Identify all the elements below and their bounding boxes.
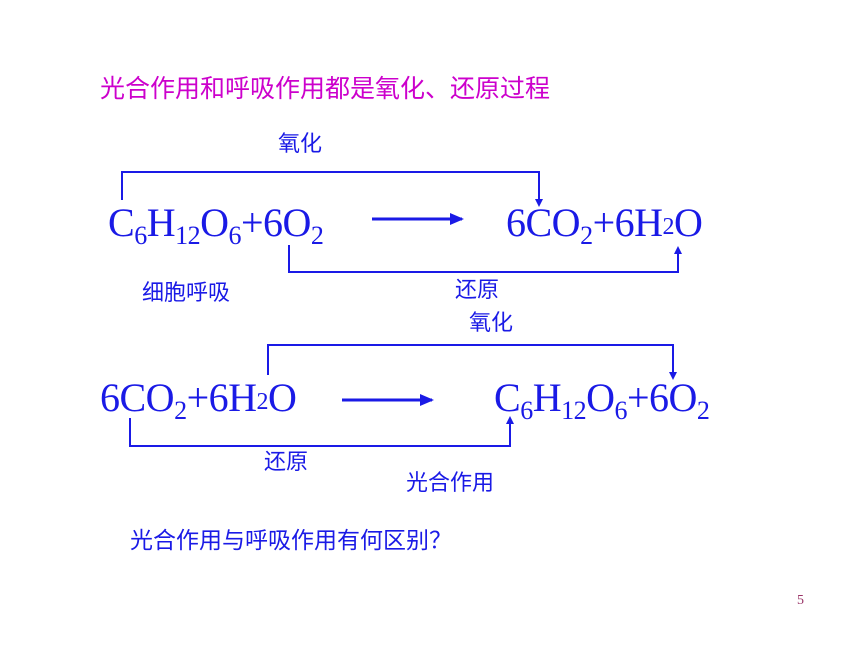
- respiration-oxidation-bracket: [121, 171, 543, 207]
- respiration-reduction-bracket: [288, 245, 682, 273]
- photosynthesis-oxidation-label: 氧化: [469, 311, 514, 336]
- question-text: 光合作用与呼吸作用有何区别？: [130, 528, 452, 554]
- respiration-reactants-formula: C6H12O6+6O2: [108, 200, 324, 250]
- photosynthesis-oxidation-bracket: [267, 344, 677, 380]
- respiration-reduction-label: 还原: [455, 278, 500, 303]
- respiration-process-label: 细胞呼吸: [142, 281, 231, 306]
- photosynthesis-reduction-label: 还原: [264, 450, 309, 475]
- photosynthesis-reactants-formula: 6CO2+6H2O: [100, 375, 297, 425]
- photosynthesis-products-formula: C6H12O6+6O2: [494, 375, 710, 425]
- page-number: 5: [797, 593, 804, 608]
- slide-title: 光合作用和呼吸作用都是氧化、还原过程: [100, 74, 551, 103]
- respiration-oxidation-label: 氧化: [278, 132, 323, 157]
- photosynthesis-reduction-bracket: [129, 416, 514, 447]
- respiration-products-formula: 6CO2+6H2O: [506, 200, 703, 250]
- photosynthesis-process-label: 光合作用: [406, 471, 495, 496]
